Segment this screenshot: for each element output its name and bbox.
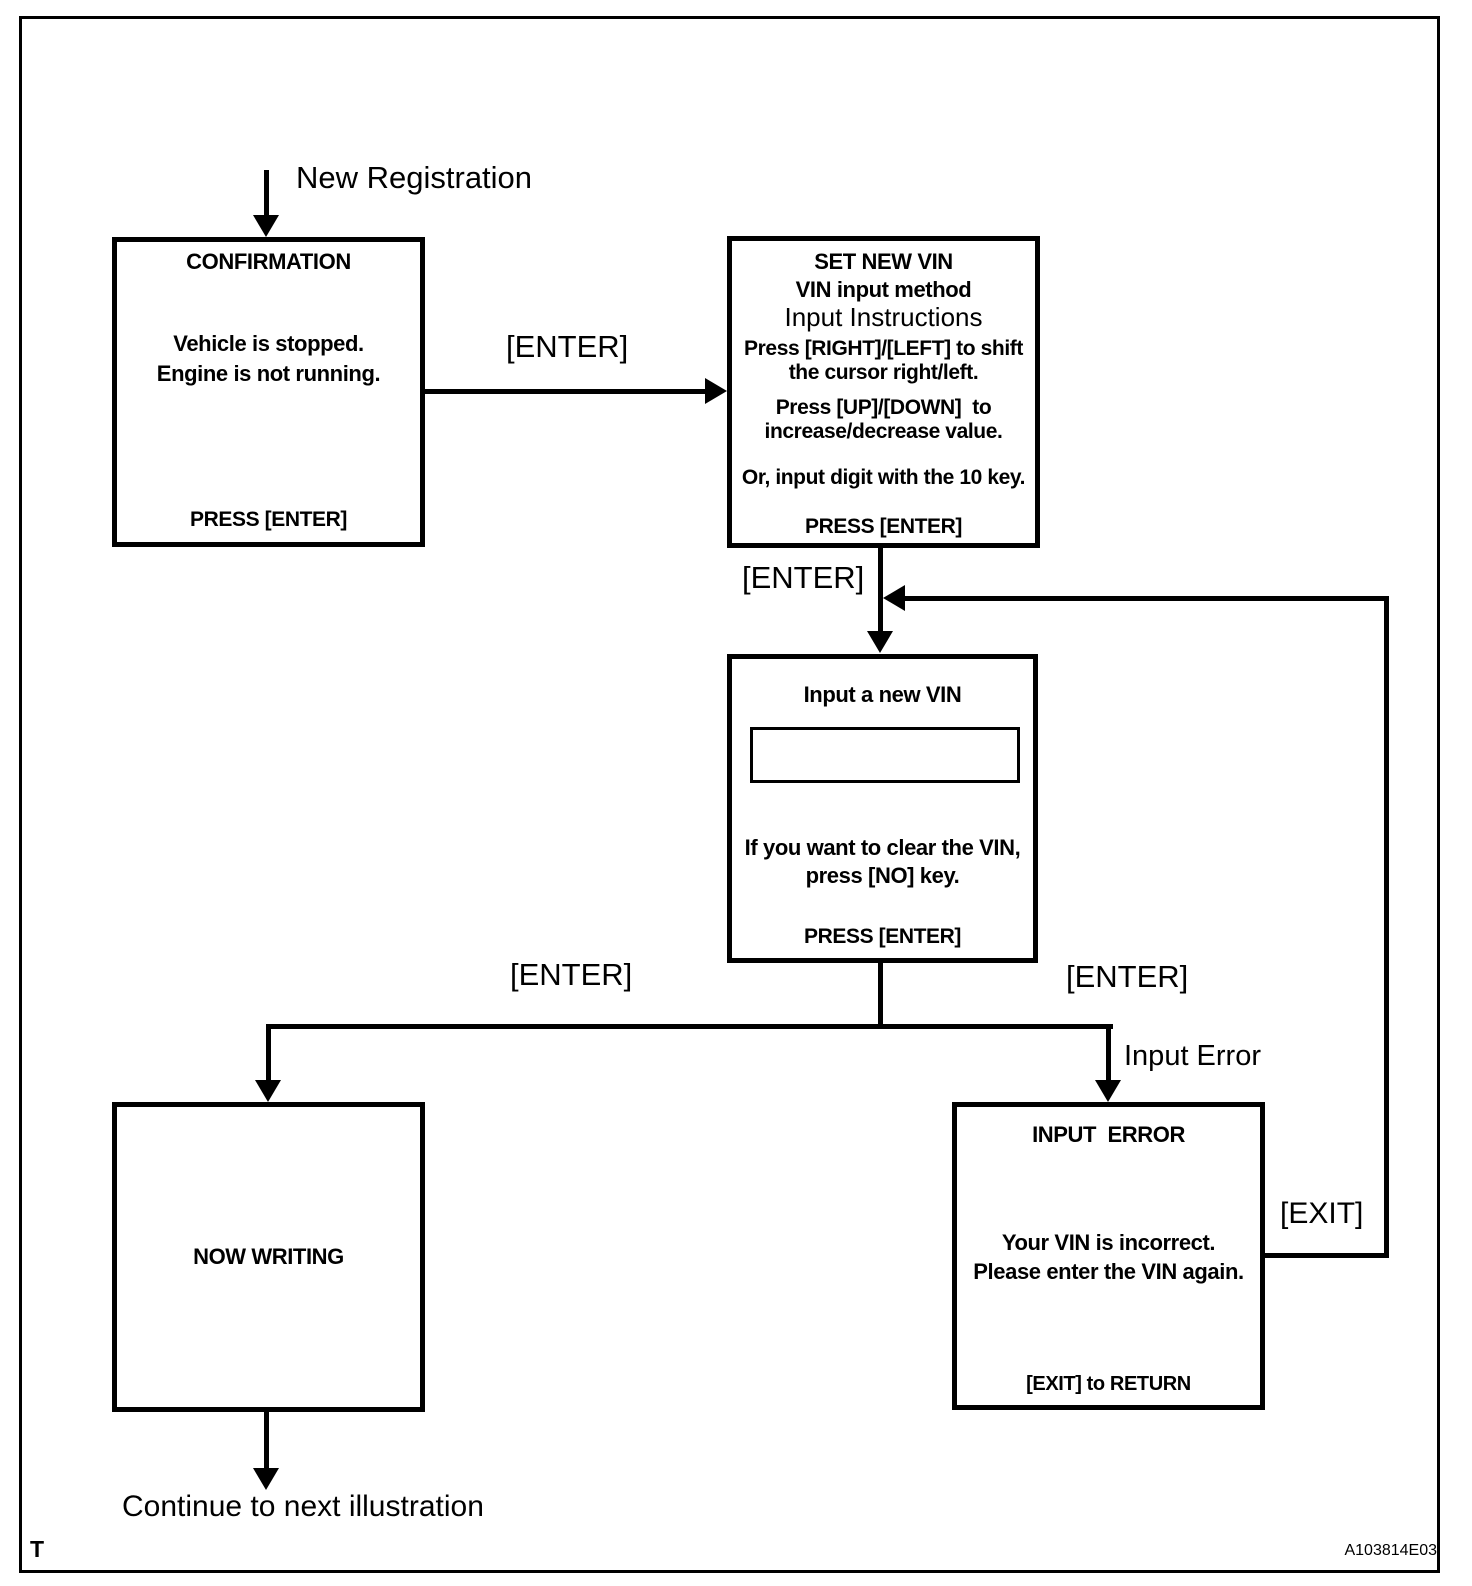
label-continue: Continue to next illustration — [122, 1490, 484, 1523]
inputvin-note1: If you want to clear the VIN, — [744, 835, 1021, 860]
branch-horizontal-line — [266, 1024, 1113, 1029]
branch-stub-line — [878, 963, 883, 1029]
arrow-start-head — [253, 215, 279, 237]
label-new-registration: New Registration — [296, 160, 533, 195]
label-enter-mid: [ENTER] — [742, 560, 865, 595]
label-exit: [EXIT] — [1280, 1197, 1364, 1230]
inputvin-footer: PRESS [ENTER] — [804, 925, 961, 948]
setvin-subtitle: VIN input method — [795, 277, 972, 302]
setvin-title: SET NEW VIN — [814, 249, 953, 274]
inputerror-title: INPUT ERROR — [1032, 1122, 1185, 1147]
now-writing-title: NOW WRITING — [193, 1244, 344, 1269]
setvin-footer: PRESS [ENTER] — [805, 515, 962, 538]
inputvin-title: Input a new VIN — [803, 682, 962, 707]
arrow-continue-shaft — [264, 1412, 269, 1470]
setvin-inst1b: the cursor right/left. — [788, 361, 979, 384]
setvin-inst2b: increase/decrease value. — [764, 420, 1003, 443]
branch-left-head — [255, 1080, 281, 1102]
arrow-exit-return-head — [883, 585, 905, 611]
branch-right-shaft — [1106, 1024, 1111, 1082]
setvin-inst2a: Press [UP]/[DOWN] to — [775, 396, 992, 419]
confirmation-title: CONFIRMATION — [186, 249, 351, 274]
set-new-vin-box: SET NEW VIN VIN input method Input Instr… — [727, 236, 1040, 548]
exit-return-right-line — [1384, 596, 1389, 1258]
label-enter-top: [ENTER] — [506, 329, 629, 364]
arrow-continue-head — [253, 1468, 279, 1490]
label-enter-right: [ENTER] — [1066, 959, 1189, 994]
branch-left-shaft — [266, 1024, 271, 1082]
exit-return-bottom-line — [1265, 1253, 1389, 1258]
arrow-start-shaft — [264, 170, 269, 218]
branch-right-head — [1095, 1080, 1121, 1102]
confirmation-line1: Vehicle is stopped. — [173, 331, 364, 356]
exit-return-top-line — [900, 596, 1389, 601]
arrow-confirm-to-setvin-head — [705, 378, 727, 404]
label-input-error: Input Error — [1124, 1040, 1261, 1072]
setvin-inst3: Or, input digit with the 10 key. — [741, 466, 1026, 489]
input-error-box: INPUT ERROR Your VIN is incorrect. Pleas… — [952, 1102, 1265, 1410]
inputvin-note2: press [NO] key. — [805, 863, 960, 888]
setvin-inst1a: Press [RIGHT]/[LEFT] to shift — [744, 337, 1023, 360]
arrow-setvin-to-input-head — [867, 631, 893, 653]
inputerror-footer: [EXIT] to RETURN — [1026, 1373, 1191, 1395]
page-corner-letter: T — [30, 1536, 45, 1562]
figure-code: A103814E03 — [1344, 1542, 1437, 1559]
page-border — [19, 16, 1440, 1573]
input-vin-box: Input a new VIN If you want to clear the… — [727, 654, 1038, 963]
now-writing-box: NOW WRITING — [112, 1102, 425, 1412]
confirmation-footer: PRESS [ENTER] — [190, 508, 347, 531]
inputerror-line2: Please enter the VIN again. — [973, 1259, 1244, 1284]
arrow-setvin-to-input-shaft — [878, 548, 883, 633]
confirmation-box: CONFIRMATION Vehicle is stopped. Engine … — [112, 237, 425, 547]
arrow-confirm-to-setvin-shaft — [425, 389, 707, 394]
setvin-heading: Input Instructions — [784, 302, 983, 332]
confirmation-line2: Engine is not running. — [156, 361, 381, 386]
inputerror-line1: Your VIN is incorrect. — [1001, 1230, 1216, 1255]
label-enter-left: [ENTER] — [510, 957, 633, 992]
vin-input-field — [750, 727, 1020, 783]
